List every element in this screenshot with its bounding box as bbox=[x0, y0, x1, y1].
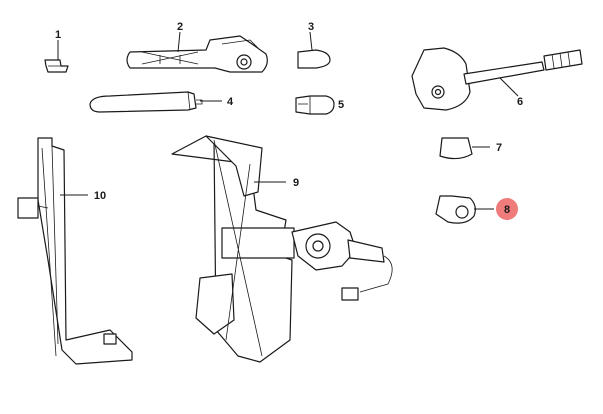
leader-6 bbox=[499, 77, 519, 97]
leader-lines bbox=[57, 31, 519, 210]
callout-4: 4 bbox=[227, 96, 234, 108]
callout-9: 9 bbox=[293, 177, 299, 189]
part-1-clip[interactable] bbox=[44, 59, 69, 73]
callout-5: 5 bbox=[338, 99, 344, 111]
leader-3 bbox=[309, 31, 313, 51]
callouts: 1 2 3 4 5 6 7 8 9 10 bbox=[55, 21, 523, 216]
part-2-outer-handle[interactable] bbox=[126, 35, 268, 73]
callout-3: 3 bbox=[308, 21, 314, 33]
part-6-door-check[interactable] bbox=[411, 47, 583, 111]
part-4-handle-grip[interactable] bbox=[89, 91, 203, 113]
callout-1: 1 bbox=[55, 29, 61, 41]
part-9-window-regulator[interactable] bbox=[171, 135, 393, 363]
regulator-motor[interactable] bbox=[291, 221, 393, 301]
callout-8: 8 bbox=[504, 204, 510, 216]
part-5-lock-cylinder[interactable] bbox=[295, 95, 335, 115]
callout-8-highlight bbox=[496, 198, 518, 220]
part-7-cap[interactable] bbox=[439, 137, 473, 160]
callout-10: 10 bbox=[94, 190, 106, 202]
leader-2 bbox=[177, 31, 181, 53]
part-3-end-cap[interactable] bbox=[297, 49, 331, 69]
part-10-guide-rail[interactable] bbox=[17, 137, 133, 365]
part-8-bushing[interactable] bbox=[435, 195, 476, 224]
callout-2: 2 bbox=[177, 21, 183, 33]
callout-6: 6 bbox=[517, 96, 523, 108]
callout-7: 7 bbox=[496, 142, 502, 154]
